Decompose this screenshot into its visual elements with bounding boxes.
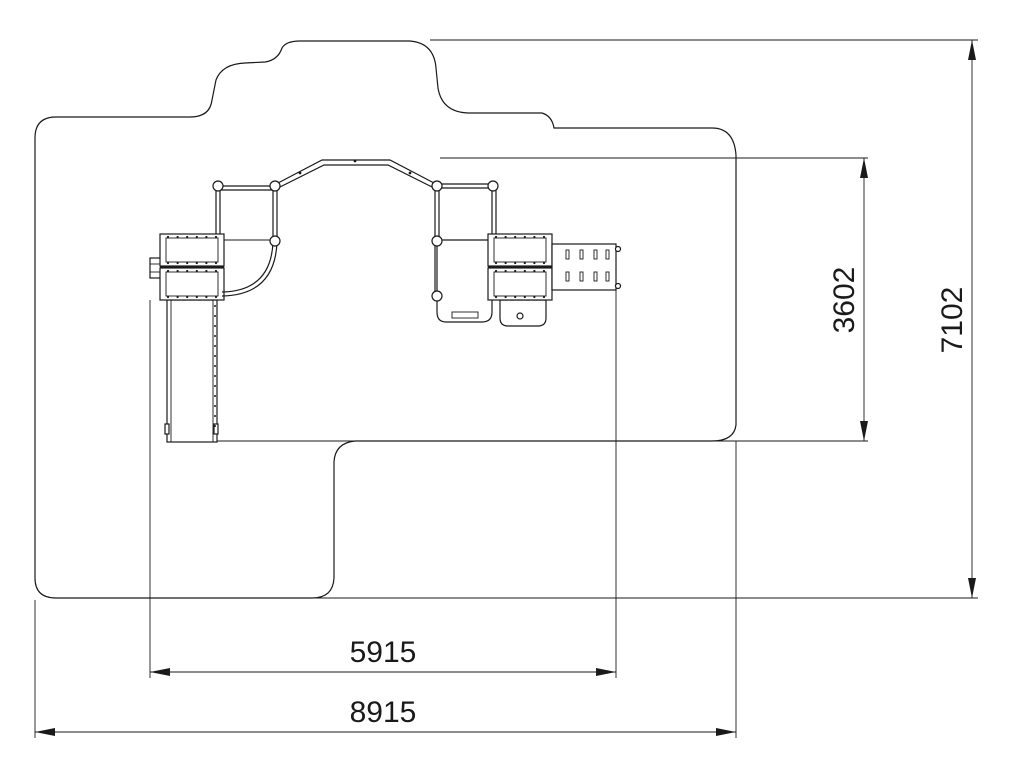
bolt xyxy=(514,269,517,273)
bolt xyxy=(542,261,546,265)
slide-bolt xyxy=(214,395,216,397)
bolt xyxy=(504,261,507,265)
bolt xyxy=(523,235,526,239)
post xyxy=(212,180,224,192)
bolt xyxy=(542,269,546,273)
bolt xyxy=(542,295,546,299)
bolt xyxy=(494,261,498,265)
curved-rail xyxy=(221,241,278,297)
slide-bolt xyxy=(214,325,216,327)
bolt xyxy=(195,269,198,273)
dimension-total-width-label: 8915 xyxy=(350,696,417,729)
bolt xyxy=(176,261,179,265)
bolt xyxy=(205,269,208,273)
bolt xyxy=(195,295,198,299)
slide-bolt xyxy=(214,375,216,377)
bolt xyxy=(205,235,208,239)
bolt xyxy=(514,295,517,299)
bridge xyxy=(277,159,435,189)
post xyxy=(487,180,499,192)
dimension-equipment-width-label: 5915 xyxy=(350,636,417,669)
bolt xyxy=(494,295,498,299)
slide-bolt xyxy=(214,355,216,357)
post xyxy=(269,180,281,192)
bolt xyxy=(176,235,179,239)
slide-bolt xyxy=(214,305,216,307)
bolt xyxy=(214,261,218,265)
bolt xyxy=(186,295,189,299)
left-tower xyxy=(215,185,278,241)
bolt xyxy=(523,295,526,299)
bolt xyxy=(542,235,546,239)
dimension-equipment-height-label: 3602 xyxy=(828,267,861,334)
safety-zone-outline xyxy=(34,40,737,599)
slide-bolt xyxy=(214,345,216,347)
bolt xyxy=(166,261,170,265)
slide-bolt xyxy=(214,415,216,417)
bolt xyxy=(514,235,517,239)
right-platform xyxy=(487,233,553,301)
slide-bolt xyxy=(214,335,216,337)
bolt xyxy=(504,295,507,299)
climbing-wall xyxy=(551,243,622,291)
slide xyxy=(164,299,219,443)
dimension-equipment-height: 3602 xyxy=(828,158,868,441)
bolt xyxy=(186,235,189,239)
basin xyxy=(499,299,547,327)
bolt xyxy=(195,235,198,239)
bolt xyxy=(514,261,517,265)
dimension-total-height: 7102 xyxy=(936,40,976,598)
bolt xyxy=(214,235,218,239)
post xyxy=(431,180,443,192)
slide-bolt xyxy=(214,385,216,387)
bolt xyxy=(533,295,536,299)
bolt xyxy=(494,235,498,239)
bolt xyxy=(166,235,170,239)
dimension-total-width: 8915 xyxy=(35,696,736,736)
post xyxy=(431,235,443,247)
bolt xyxy=(494,269,498,273)
bolt xyxy=(504,269,507,273)
slide-bolt xyxy=(214,315,216,317)
dimension-total-height-label: 7102 xyxy=(936,287,969,354)
slide-bolt xyxy=(214,365,216,367)
bolt xyxy=(205,261,208,265)
bolt xyxy=(176,295,179,299)
slide-bolt xyxy=(214,425,216,427)
bolt xyxy=(166,269,170,273)
bolt xyxy=(533,261,536,265)
right-tower-deck xyxy=(436,239,493,323)
bolt xyxy=(205,295,208,299)
bolt xyxy=(504,235,507,239)
bolt xyxy=(533,235,536,239)
dimension-equipment-width: 5915 xyxy=(150,636,616,676)
bolt xyxy=(186,269,189,273)
bolt xyxy=(533,269,536,273)
bolt xyxy=(186,261,189,265)
slide-bolt xyxy=(214,405,216,407)
bolt xyxy=(166,295,170,299)
platform-bolts xyxy=(166,235,546,427)
post xyxy=(431,290,443,302)
left-platform xyxy=(159,233,225,301)
bolt xyxy=(214,295,218,299)
bolt xyxy=(523,269,526,273)
bolt xyxy=(214,269,218,273)
bolt xyxy=(176,269,179,273)
bolt xyxy=(523,261,526,265)
bolt xyxy=(195,261,198,265)
post xyxy=(269,235,281,247)
posts xyxy=(212,180,499,302)
